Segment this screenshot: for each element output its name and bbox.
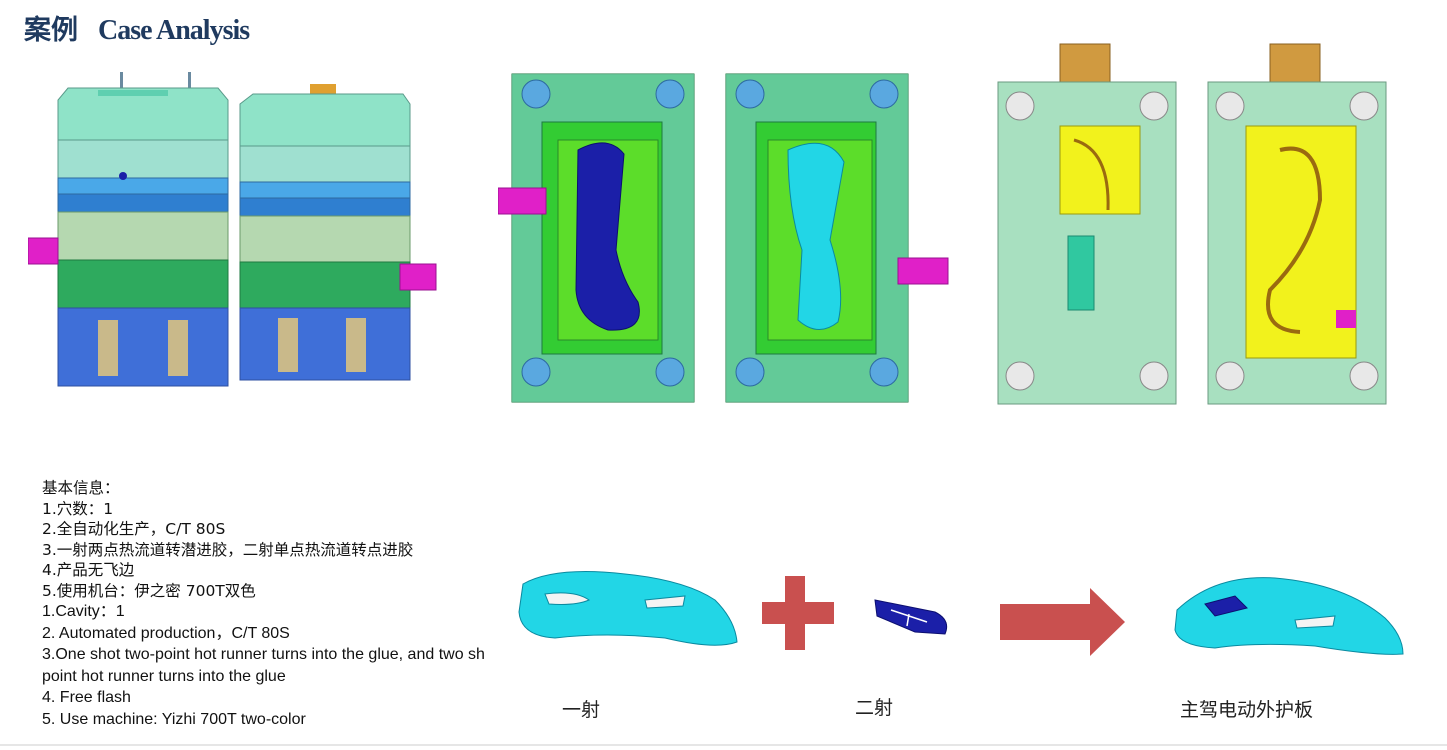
mold-3d-views — [28, 72, 437, 387]
core-plan-left — [997, 43, 1177, 405]
basic-info: 基本信息： 1.穴数：1 2.全自动化生产，C/T 80S 3.一射两点热流道转… — [42, 478, 512, 730]
plus-icon — [762, 576, 834, 650]
mold-3d-left — [28, 72, 229, 387]
first-shot-part — [518, 571, 738, 646]
final-product-part — [1174, 577, 1404, 655]
info-line-en: point hot runner turns into the glue — [42, 667, 286, 685]
info-line-en: 3.One shot two-point hot runner turns in… — [42, 646, 485, 663]
info-line-cn: 5.使用机台：伊之密 700T双色 — [42, 581, 256, 600]
core-plan-right — [1207, 43, 1387, 405]
info-line-cn: 3.一射两点热流道转潜进胶，二射单点热流道转点进胶 — [42, 540, 414, 559]
info-line-cn: 1.穴数：1 — [42, 499, 114, 518]
mold-plan-views — [498, 73, 949, 403]
mold-3d-right — [239, 84, 437, 381]
caption-second-shot: 二射 — [855, 697, 894, 719]
info-line-en: 5. Use machine: Yizhi 700T two-color — [42, 710, 306, 728]
caption-final-product: 主驾电动外护板 — [1180, 699, 1314, 721]
info-line-en: 4. Free flash — [42, 689, 131, 706]
core-plan-views — [997, 43, 1387, 405]
title-english: Case Analysis — [98, 15, 250, 46]
info-line-cn: 2.全自动化生产，C/T 80S — [42, 520, 226, 538]
page-title: 案例 Case Analysis — [24, 8, 250, 48]
info-line-en: 2. Automated production，C/T 80S — [42, 624, 290, 642]
arrow-right-icon — [1000, 588, 1125, 656]
title-chinese: 案例 — [24, 15, 78, 46]
info-heading: 基本信息： — [42, 479, 120, 497]
info-line-en: 1.Cavity：1 — [42, 603, 125, 620]
footer-divider — [0, 744, 1447, 746]
second-shot-part — [874, 599, 948, 635]
mold-plan-second-shot — [725, 73, 949, 403]
mold-plan-first-shot — [498, 73, 695, 403]
process-diagram — [518, 571, 1404, 656]
info-line-cn: 4.产品无飞边 — [42, 561, 135, 579]
caption-first-shot: 一射 — [562, 699, 601, 721]
